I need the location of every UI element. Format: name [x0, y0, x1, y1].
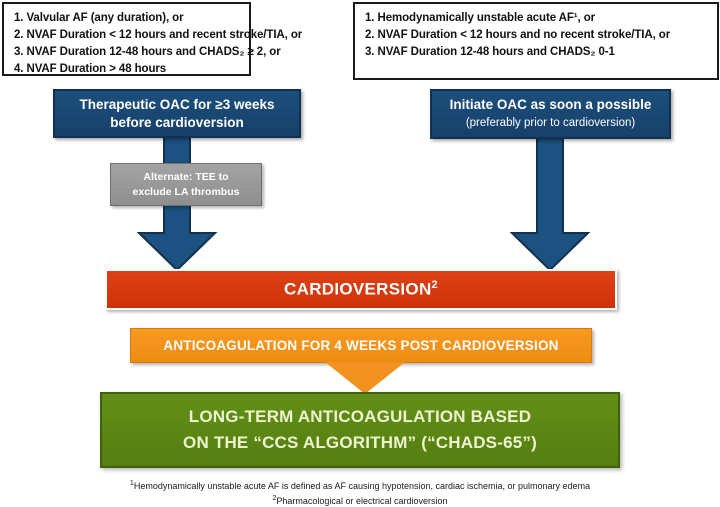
- cardioversion-text: CARDIOVERSION: [284, 279, 432, 299]
- blue-right-line-1: Initiate OAC as soon a possible: [449, 97, 652, 112]
- footnote-2-text: Pharmacological or electrical cardiovers…: [276, 495, 448, 506]
- criteria-box-left: 1. Valvular AF (any duration), or 2. NVA…: [2, 2, 303, 76]
- blue-left-line-1: Therapeutic OAC for ≥3 weeks: [79, 96, 275, 112]
- process-box-therapeutic-oac[interactable]: Therapeutic OAC for ≥3 weeks before card…: [53, 89, 301, 138]
- footnote-1-text: Hemodynamically unstable acute AF is def…: [133, 481, 591, 491]
- blue-right-line-2: (preferably prior to cardioversion): [465, 117, 636, 129]
- footnote-2-marker: 2: [272, 494, 277, 502]
- anticoagulation-4-weeks-label: ANTICOAGULATION FOR 4 WEEKS POST CARDIOV…: [163, 338, 559, 353]
- criteria-left-line-1: 1. Valvular AF (any duration), or: [14, 12, 184, 24]
- criteria-right-line-3: 3. NVAF Duration 12-48 hours and CHADS₂ …: [365, 46, 615, 58]
- criteria-box-right: 1. Hemodynamically unstable acute AF¹, o…: [353, 2, 719, 80]
- gray-box-line-1: Alternate: TEE to: [143, 170, 229, 183]
- gray-box-line-2: exclude LA thrombus: [132, 185, 240, 198]
- green-box-line-2: ON THE “CCS ALGORITHM” (“CHADS-65”): [183, 433, 537, 452]
- criteria-right-line-1: 1. Hemodynamically unstable acute AF¹, o…: [365, 12, 596, 24]
- criteria-left-line-3: 3. NVAF Duration 12-48 hours and CHADS₂ …: [14, 46, 281, 58]
- footnote-2: 2Pharmacological or electrical cardiover…: [0, 493, 720, 507]
- alternate-tee-box[interactable]: Alternate: TEE to exclude LA thrombus: [110, 163, 262, 206]
- footnotes: 1Hemodynamically unstable acute AF is de…: [0, 478, 720, 507]
- criteria-left-line-2: 2. NVAF Duration < 12 hours and recent s…: [14, 29, 303, 41]
- criteria-right-line-2: 2. NVAF Duration < 12 hours and no recen…: [365, 29, 671, 41]
- long-term-anticoagulation-bar[interactable]: LONG-TERM ANTICOAGULATION BASED ON THE “…: [100, 392, 620, 468]
- arrow-down-orange: [325, 362, 405, 394]
- footnote-1-marker: 1: [129, 480, 134, 487]
- process-box-initiate-oac[interactable]: Initiate OAC as soon a possible (prefera…: [430, 89, 671, 139]
- cardioversion-bar[interactable]: CARDIOVERSION2: [105, 269, 617, 310]
- cardioversion-label: CARDIOVERSION2: [284, 279, 438, 300]
- criteria-left-line-4: 4. NVAF Duration > 48 hours: [14, 63, 167, 75]
- footnote-1: 1Hemodynamically unstable acute AF is de…: [0, 478, 720, 493]
- cardioversion-superscript: 2: [431, 279, 438, 292]
- arrow-down-right-blue: [509, 138, 591, 271]
- anticoagulation-4-weeks-bar[interactable]: ANTICOAGULATION FOR 4 WEEKS POST CARDIOV…: [130, 328, 592, 363]
- blue-left-line-2: before cardioversion: [110, 114, 244, 130]
- green-box-line-1: LONG-TERM ANTICOAGULATION BASED: [188, 407, 532, 426]
